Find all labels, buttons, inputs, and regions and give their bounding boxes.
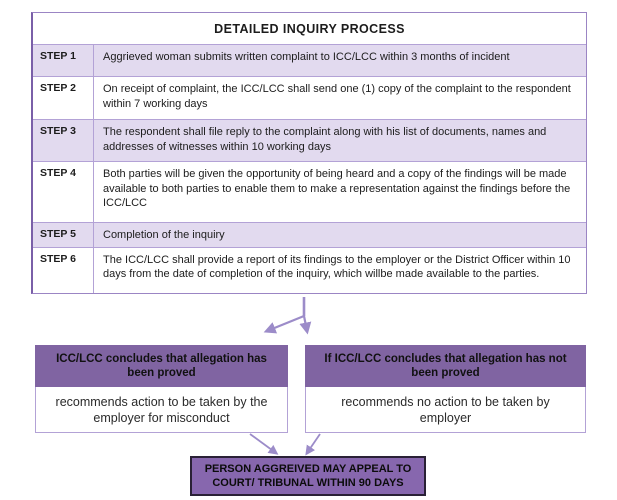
table-row-step-5: STEP 5 Completion of the inquiry	[33, 222, 586, 247]
step-text: Aggrieved woman submits written complain…	[103, 51, 510, 63]
table-title-row: DETAILED INQUIRY PROCESS	[33, 13, 586, 44]
outcome-not-proved-box: If ICC/LCC concludes that allegation has…	[305, 345, 586, 433]
step-text: On receipt of complaint, the ICC/LCC sha…	[103, 83, 571, 110]
step-text: Completion of the inquiry	[103, 229, 225, 241]
table-row-step-1: STEP 1 Aggrieved woman submits written c…	[33, 44, 586, 76]
step-label: STEP 4	[33, 162, 94, 222]
table-row-step-2: STEP 2 On receipt of complaint, the ICC/…	[33, 76, 586, 119]
outcome-proved-body: recommends action to be taken by the emp…	[35, 387, 288, 433]
merge-arrow-left	[249, 433, 279, 455]
step-label: STEP 5	[33, 223, 94, 247]
step-text: The respondent shall file reply to the c…	[103, 126, 547, 153]
step-label: STEP 1	[33, 45, 94, 76]
table-title: DETAILED INQUIRY PROCESS	[214, 21, 405, 36]
step-label: STEP 3	[33, 120, 94, 161]
table-row-step-4: STEP 4 Both parties will be given the op…	[33, 161, 586, 222]
table-row-step-6: STEP 6 The ICC/LCC shall provide a repor…	[33, 246, 586, 293]
outcome-proved-box: ICC/LCC concludes that allegation has be…	[35, 345, 288, 433]
outcome-not-proved-header: If ICC/LCC concludes that allegation has…	[305, 345, 586, 387]
merge-arrow-right	[305, 433, 321, 456]
step-label: STEP 2	[33, 77, 94, 119]
outcome-proved-header: ICC/LCC concludes that allegation has be…	[35, 345, 288, 387]
appeal-box: PERSON AGGREIVED MAY APPEAL TO COURT/ TR…	[190, 456, 426, 496]
step-text: The ICC/LCC shall provide a report of it…	[103, 253, 571, 281]
merge-arrows	[249, 433, 321, 456]
inquiry-process-table: DETAILED INQUIRY PROCESS STEP 1 Aggrieve…	[31, 12, 587, 294]
outcome-not-proved-body: recommends no action to be taken by empl…	[305, 387, 586, 433]
split-arrow	[263, 297, 312, 335]
table-row-step-3: STEP 3 The respondent shall file reply t…	[33, 119, 586, 161]
step-label: STEP 6	[33, 247, 94, 293]
step-text: Both parties will be given the opportuni…	[103, 168, 571, 209]
